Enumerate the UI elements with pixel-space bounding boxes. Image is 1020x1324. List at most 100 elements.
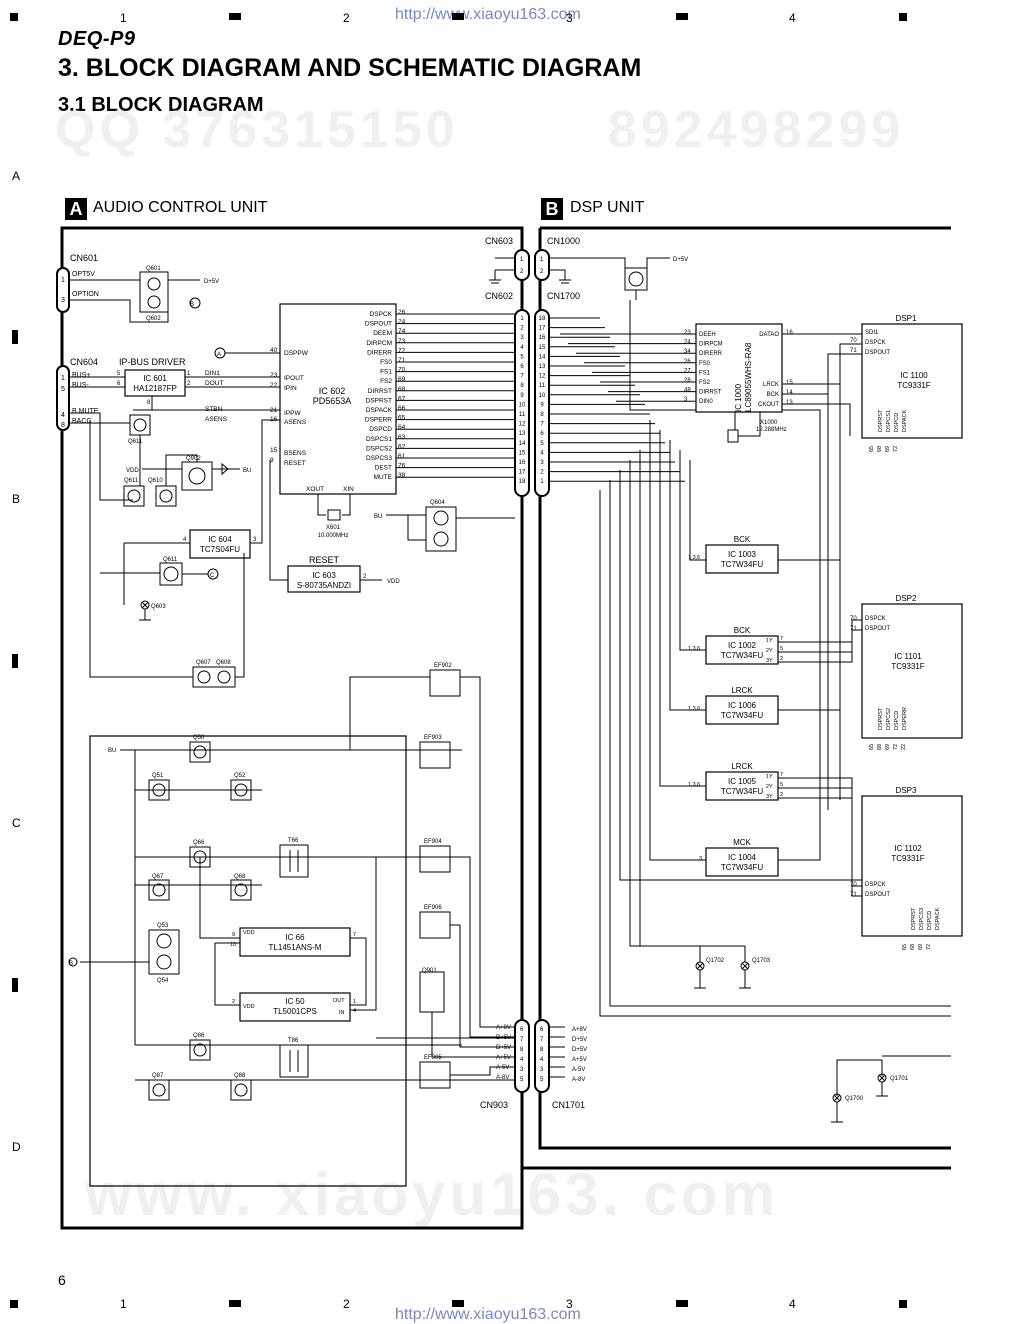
ic1000-pin: 15 bbox=[786, 380, 793, 386]
ic1000-pin: 16 bbox=[786, 330, 793, 336]
ic1000-pin: 13 bbox=[786, 400, 793, 406]
ef905-label: EF905 bbox=[424, 1055, 442, 1061]
cn602-pin: 2 bbox=[520, 326, 524, 332]
cn602-pin: 9 bbox=[520, 393, 524, 399]
ic1000-signal: DEEH bbox=[699, 332, 716, 338]
ic602-pin: 71 bbox=[398, 357, 406, 364]
ic602-pin: 73 bbox=[398, 338, 406, 345]
cn603-label: CN603 bbox=[485, 236, 513, 246]
dsp1-signal: DSPCD bbox=[894, 413, 900, 432]
ic50-pin: 4 bbox=[353, 1008, 356, 1014]
cn604-pin: 4 bbox=[61, 412, 65, 419]
cn1700-pin: 13 bbox=[539, 364, 546, 370]
col-mark bbox=[452, 13, 464, 20]
ic1005-out: 3Y bbox=[766, 794, 773, 800]
marker-a: A bbox=[217, 352, 221, 358]
dsp2-pin: 69 bbox=[885, 744, 891, 750]
dsp3-pin: 70 bbox=[850, 882, 857, 888]
bu-label: BU bbox=[243, 468, 251, 474]
ic1000-pin: 34 bbox=[684, 349, 691, 355]
cn602-pin: 4 bbox=[520, 345, 524, 351]
ic1000-signal: FS1 bbox=[699, 370, 711, 376]
cn1700-pin: 18 bbox=[539, 316, 546, 322]
ic602-signal: ASENS bbox=[284, 419, 307, 426]
ic66-ref: IC 66 bbox=[285, 933, 305, 942]
cn601-signal: OPT5V bbox=[72, 271, 95, 278]
cn1700-pin: 4 bbox=[540, 450, 544, 456]
ic602-pin: 23 bbox=[270, 372, 278, 379]
ic602-signal: DSPPW bbox=[284, 350, 309, 357]
ic602-xin: XIN bbox=[343, 486, 354, 493]
ef902-label: EF902 bbox=[434, 663, 452, 669]
dsp1-pin: 69 bbox=[885, 446, 891, 452]
q602-label: Q602 bbox=[146, 316, 161, 322]
ic1102-part: TC9331F bbox=[891, 854, 924, 863]
url-link-top[interactable]: http://www.xiaoyu163.com bbox=[395, 6, 581, 23]
ic1003-part: TC7W34FU bbox=[721, 560, 763, 569]
ic1005-outpin: 7 bbox=[780, 772, 783, 778]
dsp1-pin: 71 bbox=[850, 348, 857, 354]
ic1005-out: 1Y bbox=[766, 774, 773, 780]
ic1000-pin: 27 bbox=[684, 368, 691, 374]
ic1000-pin: 23 bbox=[684, 330, 691, 336]
cn1701-pin: 4 bbox=[540, 1057, 544, 1063]
q604-bu: BU bbox=[374, 514, 382, 520]
ic602-pin: 65 bbox=[398, 415, 406, 422]
cn602-pin: 8 bbox=[520, 383, 524, 389]
dsp2-pin: 71 bbox=[850, 626, 857, 632]
dsp3-signal: DSPRST bbox=[911, 907, 917, 930]
ic1000-pin: 24 bbox=[684, 340, 691, 346]
cn1701-signal: A-5V bbox=[572, 1067, 585, 1073]
row-mark bbox=[12, 330, 18, 344]
ic602-signal: DSPOUT bbox=[365, 321, 392, 328]
col-mark bbox=[452, 1300, 464, 1307]
ic602-signal: FS1 bbox=[380, 369, 392, 376]
section-title: 3.1 BLOCK DIAGRAM bbox=[58, 94, 264, 116]
col-number: 1 bbox=[120, 1297, 127, 1311]
cn603-connector bbox=[514, 249, 530, 281]
ic50-vdd: VDD bbox=[243, 1004, 255, 1010]
q1703-label: Q1703 bbox=[752, 958, 771, 964]
cn903-label: CN903 bbox=[480, 1100, 508, 1110]
cn602-pin: 15 bbox=[519, 450, 526, 456]
cn602-pin: 14 bbox=[519, 441, 526, 447]
cn602-label: CN602 bbox=[485, 291, 513, 301]
marker-b-power: B bbox=[69, 961, 73, 967]
corner-mark bbox=[899, 1300, 907, 1308]
col-number: 1 bbox=[120, 11, 127, 25]
url-link-bottom[interactable]: http://www.xiaoyu163.com bbox=[395, 1306, 581, 1323]
ic66-pin: 10 bbox=[230, 942, 236, 948]
cn601-label: CN601 bbox=[70, 253, 98, 263]
col-mark bbox=[229, 1300, 241, 1307]
ic602-pin: 22 bbox=[270, 382, 278, 389]
unit-a-badge: A bbox=[65, 198, 87, 220]
cn604-pin: 8 bbox=[61, 422, 65, 429]
cn1700-pin: 9 bbox=[540, 402, 544, 408]
dsp1-dspck: DSPCK bbox=[865, 340, 886, 346]
q611-label: Q611 bbox=[128, 439, 143, 445]
ic601-block: IP-BUS DRIVER IC 601 HA12187FP 5 6 1 2 8… bbox=[68, 357, 280, 501]
ic1000-signal: CKOUT bbox=[758, 402, 779, 408]
ic602-pin: 67 bbox=[398, 395, 406, 402]
ic1005-outpin: 2 bbox=[780, 792, 783, 798]
ic602-pin: 15 bbox=[270, 447, 278, 454]
cn602-pin: 18 bbox=[519, 479, 526, 485]
cn1701-pin: 6 bbox=[540, 1027, 544, 1033]
ic602-pin: 24 bbox=[398, 319, 406, 326]
dsp3-pin: 71 bbox=[850, 892, 857, 898]
ic604-part: TC7S04FU bbox=[200, 545, 240, 554]
cn1700-pin: 1 bbox=[540, 479, 544, 485]
dsp1-pin: 72 bbox=[893, 446, 899, 452]
dsp3-dspout: DSPOUT bbox=[865, 892, 890, 898]
q51-label: Q51 bbox=[152, 773, 164, 779]
cn1000-pin: 2 bbox=[540, 269, 544, 275]
cn903-pin: 4 bbox=[520, 1057, 524, 1063]
ic602-pin: 26 bbox=[398, 309, 406, 316]
ic602-signal: DSPCS2 bbox=[366, 445, 392, 452]
q86-label: Q86 bbox=[193, 1033, 205, 1039]
cn903-signal: A-5V bbox=[496, 1065, 509, 1071]
ic1102-ref: IC 1102 bbox=[894, 844, 922, 853]
row-mark bbox=[12, 978, 18, 992]
q68-label: Q68 bbox=[234, 874, 246, 880]
ic603-caption: RESET bbox=[309, 555, 340, 565]
